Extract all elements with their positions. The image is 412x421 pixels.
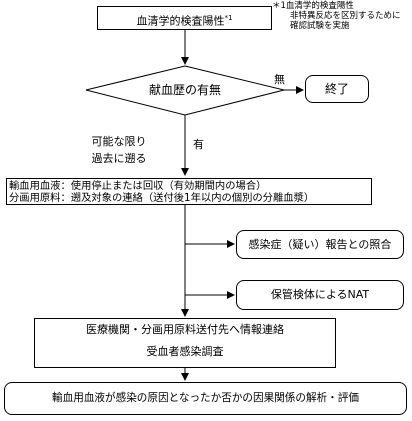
end-box: 終了 [305,75,369,103]
end-box-label: 終了 [324,82,349,96]
side-box-nat: 保管検体によるNAT [236,280,404,310]
footnote: ＊1血清学的検査陽性 非特異反応を区別するために 確認試験を実施 [272,1,401,31]
decision-label: 献血歴の有無 [148,83,221,97]
trace-note-line-2: 過去に遡る [91,152,147,165]
final-box-label: 輸血用血液が感染の原因となったか否かの因果関係の解析・評価 [52,392,359,404]
footnote-line-1: ＊1血清学的検査陽性 [272,1,354,11]
footnote-line-3: 確認試験を実施 [290,21,350,31]
notify-box: 医療機関・分画用原料送付先へ情報連絡 受血者感染調査 [34,318,336,368]
notify-box-line-1: 医療機関・分画用原料送付先へ情報連絡 [86,323,284,336]
start-box: 血清学的検査陽性*1 [97,6,272,30]
yes-label: 有 [193,138,204,151]
no-label: 無 [274,73,285,86]
side-box-nat-label: 保管検体によるNAT [270,288,370,301]
start-box-superscript: *1 [224,14,233,22]
action-box: 輸血用血液：使用停止または回収（有効期間内の場合） 分画用原料：遡及対象の連絡（… [6,178,372,205]
notify-box-line-2: 受血者感染調査 [146,345,224,358]
final-box: 輸血用血液が感染の原因となったか否かの因果関係の解析・評価 [4,382,407,415]
action-box-line-1: 輸血用血液：使用停止または回収（有効期間内の場合） [9,180,267,192]
footnote-line-2: 非特異反応を区別するために [290,11,401,21]
trace-note: 可能な限り 過去に遡る [84,135,154,165]
side-box-report-check: 感染症（疑い）報告との照合 [236,230,404,259]
start-box-label: 血清学的検査陽性 [136,14,225,28]
trace-note-line-1: 可能な限り [91,135,147,148]
side-box-report-check-label: 感染症（疑い）報告との照合 [248,238,392,251]
action-box-line-2: 分画用原料：遡及対象の連絡（送付後1年以内の個別の分離血漿） [9,192,315,204]
